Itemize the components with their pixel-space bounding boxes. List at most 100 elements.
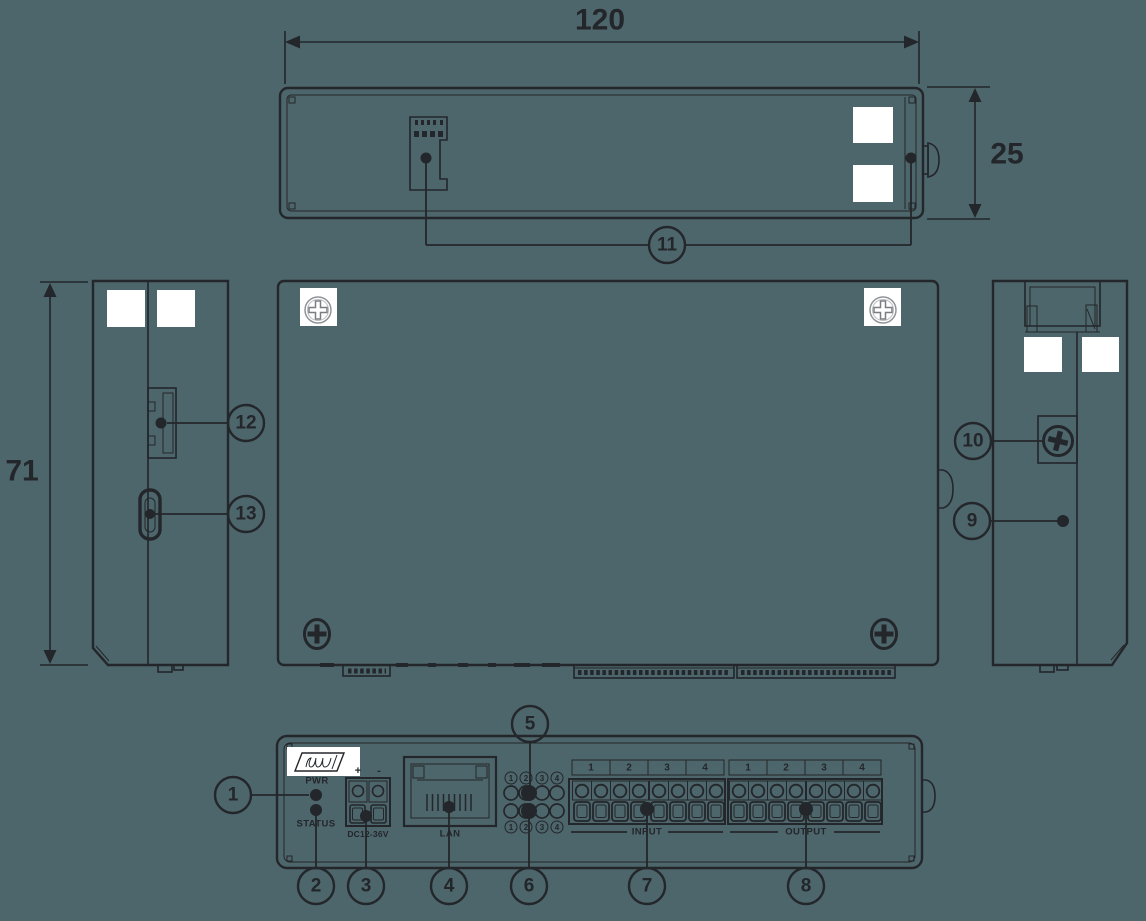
output-port-2-label: 2 — [783, 763, 789, 774]
led-indicator-block: 1 2 3 4 1 2 3 4 — [503, 771, 565, 834]
callout-dot-12 — [155, 417, 167, 429]
output-port-1-label: 1 — [745, 763, 751, 774]
callout-dot-6 — [521, 803, 537, 819]
main-view-body — [276, 279, 940, 667]
screw-bottom-left-icon — [303, 618, 331, 650]
input-port-3-label: 3 — [664, 763, 670, 774]
callout-dot-8 — [799, 802, 813, 816]
led-top-3: 3 — [540, 774, 545, 783]
depth-dimension: 25 — [927, 86, 1024, 220]
top-view-body — [278, 86, 925, 220]
pwr-label: PWR — [305, 776, 328, 787]
ground-screw-icon — [1042, 425, 1074, 457]
led-bottom-4: 4 — [555, 823, 560, 832]
power-terminal: + - DC12-36V — [345, 765, 391, 839]
label-pad — [853, 107, 893, 143]
terminal-strip-profile-right — [736, 664, 896, 679]
callout-2-number: 2 — [311, 876, 322, 897]
minus-sign: - — [377, 765, 381, 777]
callout-6-number: 6 — [524, 876, 535, 897]
callout-11-number: 11 — [657, 235, 678, 256]
antenna-connector-top — [922, 142, 940, 178]
callout-4: 4 — [429, 813, 469, 906]
top-view: 120 — [278, 4, 1024, 265]
callout-5: 5 — [510, 704, 550, 789]
callout-1-number: 1 — [228, 785, 239, 806]
callout-dot-13 — [145, 509, 155, 519]
callout-dot-11b — [905, 152, 917, 164]
depth-dimension-label: 25 — [990, 138, 1023, 171]
power-rating-label: DC12-36V — [347, 829, 388, 839]
callout-dot-5 — [521, 785, 537, 801]
lan-port: LAN — [402, 755, 498, 840]
din-foot — [157, 664, 173, 673]
sim-slot — [409, 116, 448, 191]
callout-3: 3 — [346, 822, 386, 906]
status-led — [310, 804, 322, 816]
led-top-numbers: 1 2 3 4 — [504, 771, 564, 785]
lan-label: LAN — [440, 829, 461, 840]
callout-dot-3 — [360, 810, 372, 822]
height-dimension-label: 71 — [5, 455, 38, 488]
arrowhead-right — [904, 35, 919, 49]
led-bottom-2: 2 — [524, 823, 529, 832]
grounding-screw — [1037, 415, 1078, 464]
din-foot — [1039, 664, 1055, 673]
led-bottom-numbers: 1 2 3 4 — [504, 820, 564, 834]
led-top-1: 1 — [509, 774, 514, 783]
din-foot — [173, 664, 184, 671]
main-view — [276, 279, 954, 679]
callout-5-number: 5 — [525, 714, 536, 735]
led-bottom-3: 3 — [540, 823, 545, 832]
input-port-1-label: 1 — [588, 763, 594, 774]
callout-8: 8 — [786, 816, 826, 906]
label-pad — [853, 165, 893, 202]
led-top-4: 4 — [555, 774, 560, 783]
pwr-led — [310, 789, 322, 801]
callout-12-number: 12 — [235, 413, 256, 434]
label-pad — [107, 290, 145, 327]
callout-7-number: 7 — [642, 876, 653, 897]
callout-dot-11a — [420, 152, 432, 164]
callout-11: 11 — [425, 163, 912, 265]
din-foot — [1056, 664, 1069, 671]
callout-4-number: 4 — [444, 876, 455, 897]
output-port-3-label: 3 — [821, 763, 827, 774]
terminal-strip-profile-left — [573, 664, 735, 679]
callout-3-number: 3 — [361, 876, 372, 897]
led-bottom-1: 1 — [509, 823, 514, 832]
callout-12: 12 — [167, 403, 266, 443]
callout-dot-9 — [1057, 515, 1069, 527]
left-view-body — [91, 279, 230, 667]
label-pad — [1024, 337, 1062, 372]
arrowhead-left — [285, 35, 300, 49]
width-dimension-label: 120 — [575, 4, 625, 37]
callout-dot-4 — [443, 801, 455, 813]
right-view-body — [991, 279, 1129, 667]
label-pad — [157, 290, 195, 327]
left-side-view: 71 12 13 — [5, 279, 266, 673]
callout-6: 6 — [509, 815, 549, 906]
front-panel-body — [275, 734, 924, 870]
callout-2: 2 — [296, 866, 336, 906]
plus-sign: + — [355, 765, 361, 777]
callout-7: 7 — [627, 816, 667, 906]
front-panel-view: PWR STATUS 1 + - DC12-36V 2 — [213, 704, 936, 906]
antenna-connector-front — [922, 779, 936, 813]
label-pad — [1082, 337, 1119, 372]
input-port-4-label: 4 — [702, 763, 708, 774]
callout-10-number: 10 — [962, 431, 983, 452]
callout-1: 1 — [213, 775, 309, 815]
callout-9: 9 — [952, 501, 1057, 541]
callout-8-number: 8 — [801, 876, 812, 897]
callout-10: 10 — [953, 421, 1043, 461]
antenna-recess — [1024, 282, 1101, 333]
right-side-view: 10 9 — [952, 279, 1129, 673]
bottom-connector-profile — [342, 664, 391, 677]
antenna-connector-side — [938, 469, 954, 509]
brand-logo — [287, 747, 360, 776]
screw-bottom-right-icon — [870, 618, 898, 650]
screw-top-left-icon — [304, 296, 332, 324]
height-dimension: 71 — [5, 281, 88, 666]
